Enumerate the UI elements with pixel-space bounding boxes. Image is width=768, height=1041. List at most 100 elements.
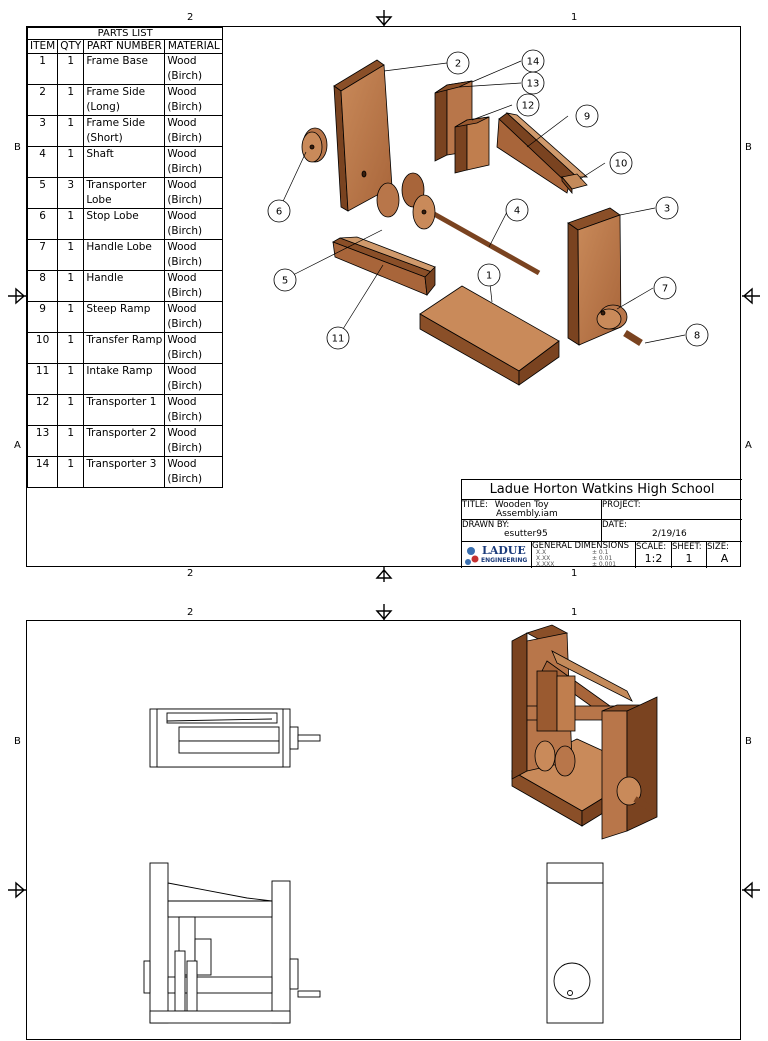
part-number-text: Frame Base [86,55,148,67]
part-intake-ramp [332,236,436,297]
item-cell: 3 [26,115,59,147]
part-number-text: Frame Side [86,117,146,129]
part-frame-base [419,285,560,386]
item-cell: 14 [26,456,59,488]
balloon-number: 5 [282,276,288,287]
material-cell: Wood(Birch) [164,270,224,302]
qty-cell: 1 [57,301,85,333]
size-label: SIZE: [707,542,729,552]
material-cell: Wood(Birch) [164,394,224,426]
part-number-text-2: (Short) [86,132,123,144]
material-cell: Wood(Birch) [164,53,224,85]
material-text: Wood [167,458,197,470]
part-number-cell: Frame Side (Short) [83,115,166,147]
material-text-2: (Birch) [167,473,203,485]
part-number-text: Transporter 2 [86,427,157,439]
logo-subtext: ENGINEERING [481,557,528,564]
drawn-row: DRAWN BY: esutter95 DATE: 2/19/16 [462,520,742,542]
qty-cell: 1 [57,53,85,85]
scale-value: 1:2 [644,552,663,565]
part-number-cell: Transporter 1 [83,394,166,426]
material-text: Wood [167,396,197,408]
tol-row-1: ± 0.1 [592,549,609,556]
item-cell: 1 [26,53,59,85]
material-text-2: (Birch) [167,287,203,299]
balloon-number: 13 [527,79,540,90]
part-number-text: Stop Lobe [86,210,139,222]
col-header-item: ITEM [26,39,59,54]
part-number-cell: Transfer Ramp [83,332,166,364]
part-number-text: Transporter [86,179,147,191]
item-balloon: 1 [477,263,501,287]
title-row: TITLE: Wooden Toy Assembly.iam PROJECT: [462,500,742,520]
col-header-part-number: PART NUMBER [83,39,166,54]
drawing-sheet-2 [26,620,741,1040]
item-balloon: 3 [655,196,679,220]
item-balloon: 8 [685,323,709,347]
item-balloon: 9 [575,104,599,128]
top-view [149,708,321,768]
material-text: Wood [167,86,197,98]
material-text-2: (Birch) [167,132,203,144]
material-text-2: (Birch) [167,163,203,175]
dims-label: GENERAL DIMENSIONS [532,542,629,551]
col-header-qty: QTY [57,39,85,54]
material-cell: Wood (Birch) [164,115,224,147]
school-name: Ladue Horton Watkins High School [462,480,742,500]
sheet2-zone-top-1: 1 [571,607,578,618]
date-value: 2/19/16 [652,529,687,539]
part-number-cell: Transporter 2 [83,425,166,457]
item-balloon: 11 [326,326,350,350]
material-text: Wood [167,148,197,160]
scale-cell: SCALE: 1:2 [636,542,672,568]
drawing-sheet-1: PARTS LIST ITEM QTY PART NUMBER MATERIAL… [26,26,742,568]
part-handle-lobe [596,304,628,330]
part-number-text: Transporter 3 [86,458,157,470]
material-text-2: (Birch) [167,256,203,268]
material-text-2: (Birch) [167,194,203,206]
material-text-2: (Birch) [167,101,203,113]
item-balloon: 5 [273,268,297,292]
size-value: A [720,552,729,565]
material-text-2: (Birch) [167,318,203,330]
dims-list: X.X X.XX X.XXX [536,550,554,568]
sheet2-zone-right-b: B [745,736,752,747]
part-number-text: Handle Lobe [86,241,152,253]
logo-text: LADUE [482,544,526,557]
dim-row-1: X.X [536,549,547,556]
title-label: TITLE: [462,500,488,510]
balloon-number: 9 [584,112,590,123]
orthographic-views [143,624,658,1024]
part-stop-lobe [301,127,328,163]
dim-row-2: X.XX [536,555,551,562]
item-cell: 9 [26,301,59,333]
scale-label: SCALE: [636,542,667,552]
qty-cell: 1 [57,456,85,488]
zone-label-top-1: 1 [571,12,578,23]
part-number-text-2: Lobe [86,194,112,206]
title-value: Wooden Toy [494,500,549,510]
part-number-cell: Shaft [83,146,166,178]
balloon-number: 14 [527,57,540,68]
balloon-number: 10 [615,159,628,170]
tol-row-3: ± 0.001 [592,561,617,568]
sheet2-zone-left-b: B [14,736,21,747]
zone-label-left-b: B [14,142,21,153]
part-frame-side-long [333,59,393,212]
sheet-value: 1 [685,552,693,565]
part-number-cell: Handle Lobe [83,239,166,271]
zone-label-bottom-1: 1 [571,568,578,579]
zone-label-top-2: 2 [187,12,194,23]
material-text: Wood [167,117,197,129]
material-cell: Wood (Birch) [164,456,224,488]
material-cell: Wood (Birch) [164,84,224,116]
part-number-cell: Intake Ramp [83,363,166,395]
sheet-cell: SHEET: 1 [672,542,707,568]
side-view [546,862,604,1024]
